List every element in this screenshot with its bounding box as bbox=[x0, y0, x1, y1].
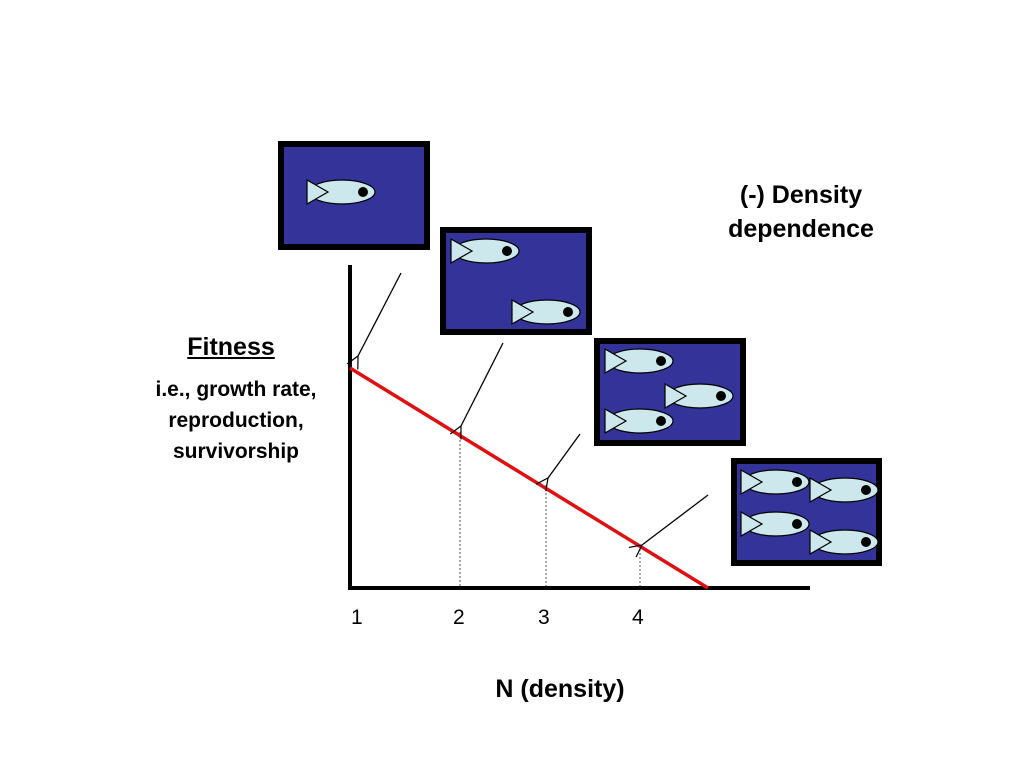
y-description-line: reproduction, bbox=[168, 409, 304, 432]
fish-icon bbox=[809, 476, 879, 504]
arrow-4 bbox=[642, 494, 709, 545]
title-line-2: dependence bbox=[728, 215, 874, 243]
fish-icon bbox=[604, 347, 674, 375]
y-description-line: i.e., growth rate, bbox=[155, 378, 317, 401]
x-tick-label: 2 bbox=[453, 606, 465, 629]
fish-icon bbox=[450, 237, 520, 265]
x-tick-label: 4 bbox=[632, 606, 644, 629]
fish-icon bbox=[511, 298, 581, 326]
arrow-1 bbox=[358, 272, 402, 356]
x-tick-label: 3 bbox=[538, 606, 550, 629]
fish-icon bbox=[664, 382, 734, 410]
title-line-1: (-) Density bbox=[739, 181, 863, 209]
tank-panel-1 bbox=[278, 141, 430, 250]
y-description-line: survivorship bbox=[172, 440, 300, 463]
arrow-3 bbox=[548, 433, 581, 478]
arrow-2 bbox=[461, 342, 504, 426]
tank-panel-4 bbox=[731, 458, 882, 566]
y-axis-label: Fitness bbox=[187, 333, 275, 361]
fish-icon bbox=[604, 407, 674, 435]
fish-icon bbox=[740, 468, 810, 496]
x-tick-label: 1 bbox=[351, 606, 363, 629]
diagram-title: (-) Density dependence bbox=[700, 178, 902, 246]
fitness-line bbox=[349, 366, 709, 590]
fish-icon bbox=[740, 510, 810, 538]
tank-panel-3 bbox=[594, 338, 746, 446]
tank-panel-2 bbox=[440, 227, 592, 335]
y-axis-description: i.e., growth rate, reproduction, survivo… bbox=[126, 374, 346, 467]
fish-icon bbox=[809, 528, 879, 556]
fish-icon bbox=[306, 178, 376, 206]
x-axis-label: N (density) bbox=[495, 675, 625, 703]
